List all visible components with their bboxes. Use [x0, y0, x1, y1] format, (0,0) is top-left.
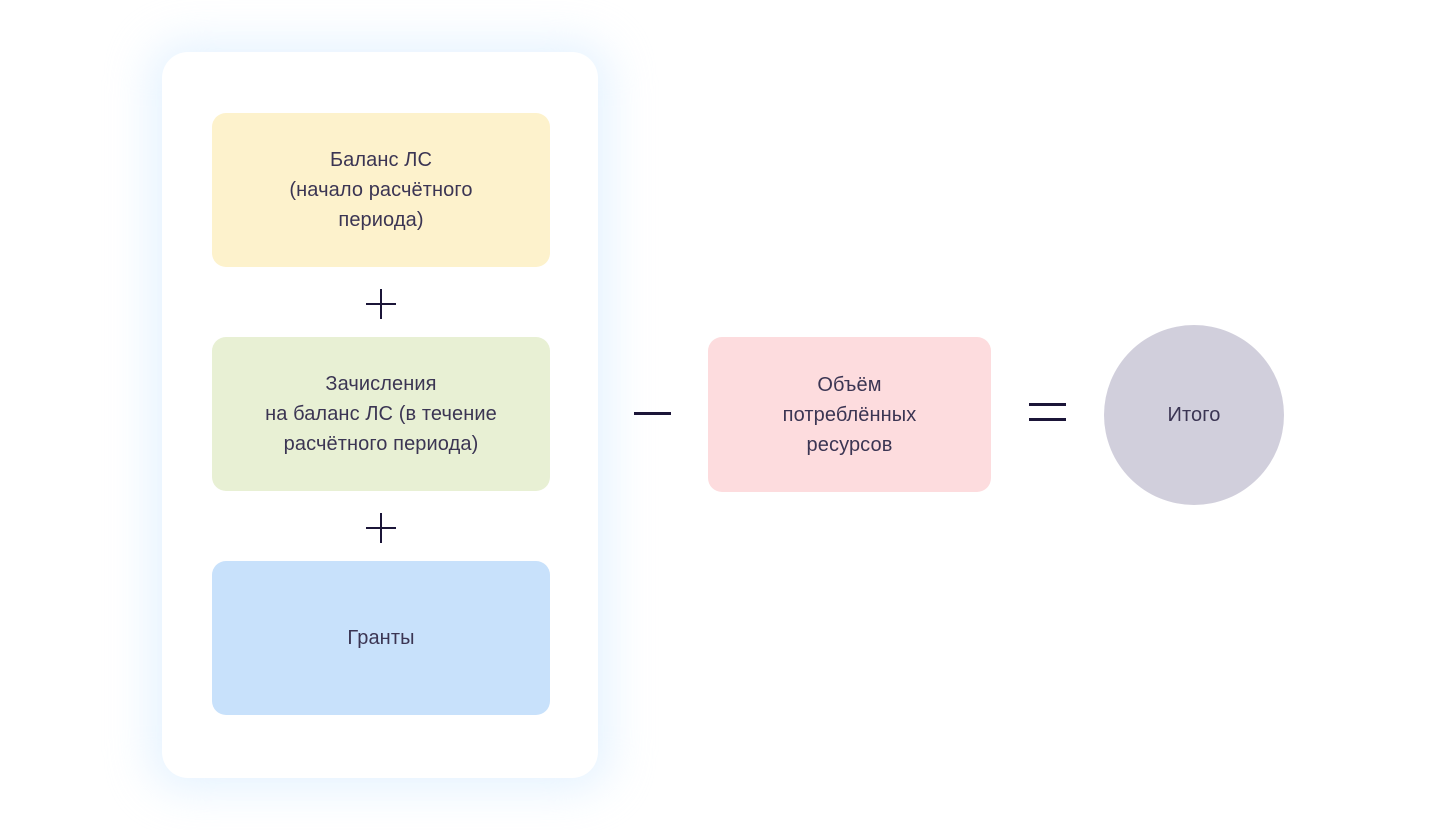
- node-consumed-resources[interactable]: Объём потреблённых ресурсов: [708, 337, 991, 492]
- node-grants[interactable]: Гранты: [212, 561, 550, 715]
- equals-icon: [1029, 403, 1066, 425]
- minus-icon: [634, 412, 671, 415]
- node-credits[interactable]: Зачисления на баланс ЛС (в течение расчё…: [212, 337, 550, 491]
- plus-icon: [366, 289, 396, 319]
- node-balance-start[interactable]: Баланс ЛС (начало расчётного периода): [212, 113, 550, 267]
- node-total-result[interactable]: Итого: [1104, 325, 1284, 505]
- plus-icon: [366, 513, 396, 543]
